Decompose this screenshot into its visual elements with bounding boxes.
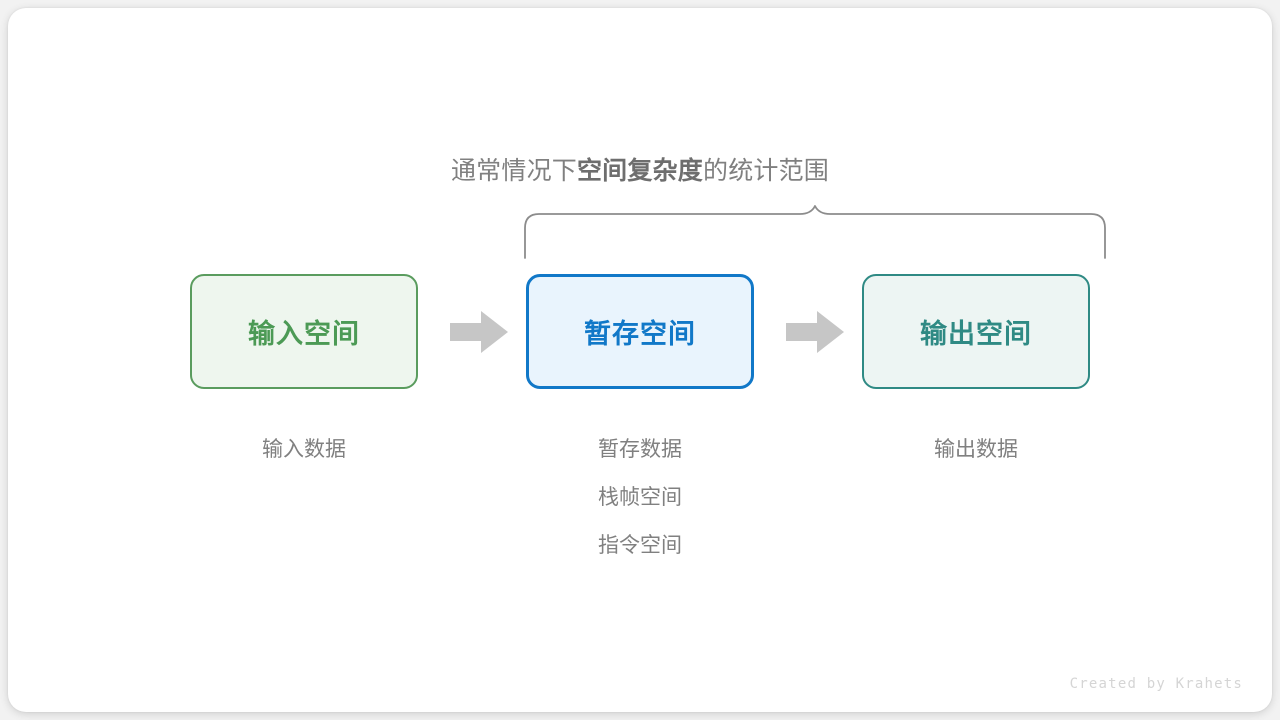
output-data-labels: 输出数据 <box>862 426 1090 474</box>
label-text: 输出数据 <box>934 438 1018 461</box>
label-text: 输入数据 <box>262 438 346 461</box>
label-text: 指令空间 <box>598 534 682 557</box>
diagram-canvas: 通常情况下空间复杂度的统计范围 输入空间 暂存空间 输出空间 输入数据 <box>8 8 1272 712</box>
right-arrow-icon <box>450 311 508 353</box>
box-buffer-space[interactable]: 暂存空间 <box>526 274 754 389</box>
arrow-input-to-buffer <box>450 311 508 353</box>
curly-brace-icon <box>524 205 1106 259</box>
label-text: 栈帧空间 <box>598 486 682 509</box>
box-input-space[interactable]: 输入空间 <box>190 274 418 389</box>
label-text: 暂存数据 <box>598 438 682 461</box>
buffer-data-labels: 暂存数据 栈帧空间 指令空间 <box>526 426 754 570</box>
box-buffer-space-label: 暂存空间 <box>584 319 696 349</box>
credit-text: Created by Krahets <box>1069 676 1243 692</box>
box-output-space-label: 输出空间 <box>920 319 1032 349</box>
brace-container <box>523 204 1108 260</box>
space-boxes-row: 输入空间 暂存空间 输出空间 <box>190 274 1106 390</box>
caption-prefix: 通常情况下 <box>450 157 577 185</box>
input-data-labels: 输入数据 <box>190 426 418 474</box>
box-input-space-label: 输入空间 <box>248 319 360 349</box>
diagram-caption: 通常情况下空间复杂度的统计范围 <box>8 152 1272 190</box>
right-arrow-icon <box>786 311 844 353</box>
arrow-buffer-to-output <box>786 311 844 353</box>
caption-suffix: 的统计范围 <box>703 157 830 185</box>
caption-emphasis: 空间复杂度 <box>576 157 703 185</box>
box-output-space[interactable]: 输出空间 <box>862 274 1090 389</box>
